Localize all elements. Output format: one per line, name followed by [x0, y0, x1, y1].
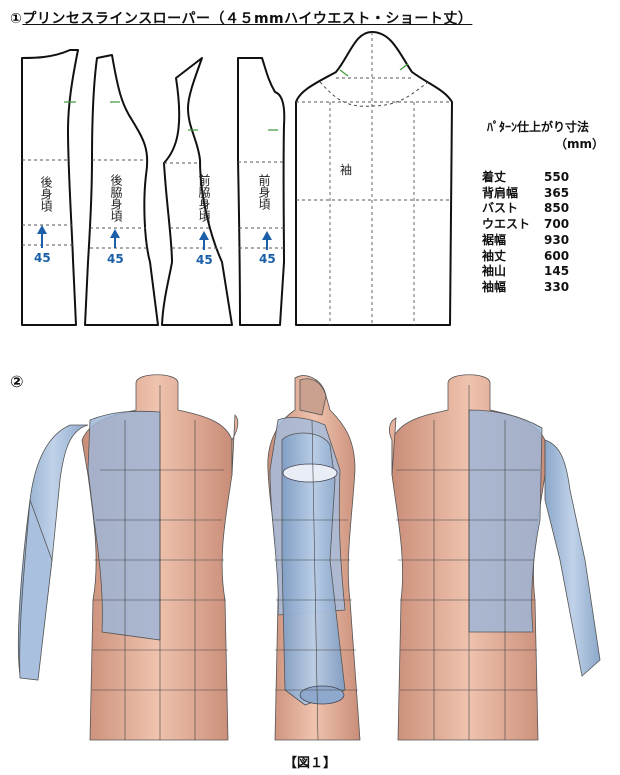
- dress-form-side-view: [267, 375, 361, 741]
- piece-label-sleeve: 袖: [340, 162, 352, 177]
- row-label: 袖丈: [482, 248, 507, 263]
- table-row: ウエスト 700: [482, 217, 569, 233]
- row-label: 裾幅: [482, 232, 507, 247]
- row-label: 背肩幅: [482, 185, 519, 200]
- piece-label-front-side: 前脇身頃: [197, 173, 211, 223]
- back-body-piece: [21, 49, 79, 326]
- waist-offset-label: 45: [196, 253, 213, 267]
- row-value: 550: [544, 170, 570, 184]
- table-row: 袖丈 600: [482, 249, 569, 265]
- back-side-piece: [84, 54, 159, 326]
- dress-form-front-view: [17, 374, 239, 741]
- row-label: 着丈: [482, 170, 507, 184]
- row-value: 600: [544, 248, 570, 263]
- size-table-title: ﾊﾟﾀｰﾝ仕上がり寸法: [487, 120, 590, 134]
- table-row: 着丈 550: [482, 170, 569, 186]
- section-1-title: ①プリンセスラインスローパー（４５mmハイウエスト・ショート丈）: [10, 8, 472, 28]
- waist-offset-label: 45: [107, 252, 124, 266]
- row-value: 930: [544, 232, 570, 247]
- table-row: 背肩幅 365: [482, 186, 569, 202]
- table-row: 袖幅 330: [482, 280, 569, 296]
- section-1-title-text: プリンセスラインスローパー（４５mmハイウエスト・ショート丈）: [22, 11, 473, 27]
- section-2-marker: ②: [10, 372, 24, 391]
- row-value: 145: [544, 264, 570, 279]
- dress-form-back-view: [388, 374, 601, 741]
- figure-caption: 【図１】: [283, 756, 336, 771]
- row-label: バスト: [482, 201, 519, 216]
- piece-label-front-body: 前身頃: [257, 173, 271, 211]
- row-value: 330: [544, 279, 570, 294]
- table-row: 裾幅 930: [482, 233, 569, 249]
- sleeve-piece: [295, 31, 453, 326]
- waist-offset-label: 45: [34, 251, 51, 265]
- table-row: 袖山 145: [482, 264, 569, 280]
- section-1-marker: ①: [10, 11, 23, 27]
- row-value: 365: [544, 185, 570, 200]
- row-value: 700: [544, 217, 570, 232]
- row-label: ウエスト: [482, 217, 531, 232]
- row-label: 袖幅: [482, 279, 507, 294]
- row-value: 850: [544, 201, 570, 216]
- piece-label-back-side: 後脇身頃: [109, 174, 123, 223]
- table-row: バスト 850: [482, 201, 569, 217]
- piece-label-back-body: 後身頃: [39, 176, 53, 213]
- size-table-unit: （mm）: [555, 137, 605, 151]
- row-label: 袖山: [482, 264, 507, 279]
- front-body-piece: [237, 57, 286, 326]
- waist-offset-label: 45: [259, 252, 276, 266]
